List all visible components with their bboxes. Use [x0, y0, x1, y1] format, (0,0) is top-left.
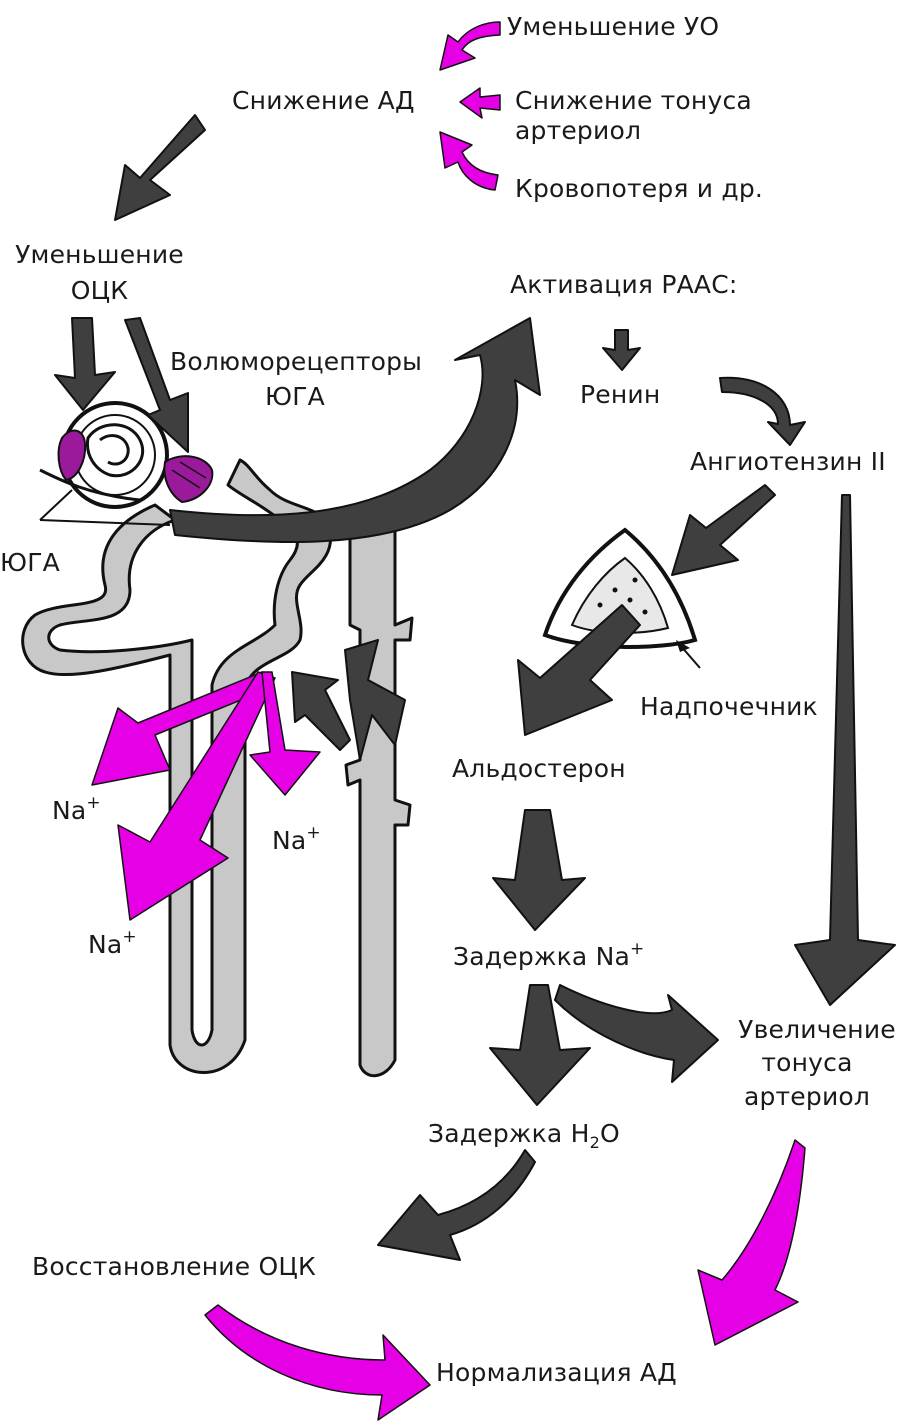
na-2-text: Na — [272, 826, 306, 855]
label-decrease-uo: Уменьшение УО — [507, 10, 719, 43]
label-volume-receptors-2: ЮГА — [170, 380, 420, 413]
na-3-text: Na — [88, 930, 122, 959]
h2o-retention-sub: 2 — [590, 1133, 600, 1152]
h2o-retention-suffix: O — [600, 1119, 620, 1148]
label-tone-increase-3: артериол — [722, 1080, 892, 1113]
label-na-1: Na+ — [52, 794, 101, 827]
na-retention-text: Задержка Na — [453, 942, 630, 971]
na-1-charge: + — [86, 793, 100, 813]
label-volume-receptors-1: Волюморецепторы — [170, 345, 420, 378]
label-bp-normalization: Нормализация АД — [436, 1356, 677, 1389]
label-angiotensin: Ангиотензин II — [690, 445, 886, 478]
label-tone-increase-1: Увеличение — [722, 1013, 912, 1046]
label-aldosterone: Альдостерон — [452, 752, 626, 785]
label-jga: ЮГА — [0, 546, 60, 579]
label-blood-loss: Кровопотеря и др. — [515, 172, 763, 205]
label-bcv-restore: Восстановление ОЦК — [32, 1250, 316, 1283]
label-arteriole-tone-drop-1: Снижение тонуса — [515, 84, 752, 117]
label-raas-activation: Активация РААС: — [510, 268, 737, 301]
label-arteriole-tone-drop-2: артериол — [515, 114, 641, 147]
label-renin: Ренин — [580, 378, 660, 411]
label-na-3: Na+ — [88, 928, 137, 961]
label-h2o-retention: Задержка H2O — [428, 1117, 620, 1150]
label-na-2: Na+ — [272, 824, 321, 857]
label-tone-increase-2: тонуса — [722, 1046, 892, 1079]
h2o-retention-prefix: Задержка H — [428, 1119, 590, 1148]
label-bp-drop: Снижение АД — [232, 84, 415, 117]
na-retention-charge: + — [630, 939, 644, 959]
label-bcv-decrease-2: ОЦК — [12, 274, 187, 307]
label-na-retention: Задержка Na+ — [453, 940, 644, 973]
na-3-charge: + — [122, 927, 136, 947]
label-adrenal: Надпочечник — [640, 690, 818, 723]
label-bcv-decrease-1: Уменьшение — [12, 238, 187, 271]
na-2-charge: + — [306, 823, 320, 843]
adrenal-gland — [545, 530, 700, 668]
na-1-text: Na — [52, 796, 86, 825]
